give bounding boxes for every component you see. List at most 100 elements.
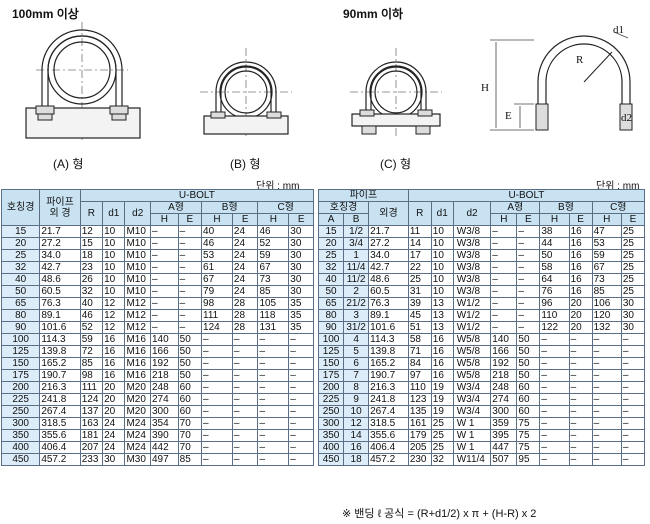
table-cell: –: [288, 453, 314, 466]
table-cell: 26: [79, 273, 104, 286]
table-cell: 406.4: [39, 441, 81, 454]
header-r: R: [407, 201, 432, 226]
table-cell: 30: [288, 249, 314, 262]
table-cell: 97: [407, 369, 432, 382]
table-cell: 274: [149, 393, 179, 406]
table-cell: W 1: [452, 417, 492, 430]
table-cell: 318.5: [368, 417, 409, 430]
table-cell: –: [149, 225, 179, 238]
table-cell: 125: [0, 345, 41, 358]
table-cell: 31/2: [343, 321, 370, 334]
table-cell: –: [620, 393, 646, 406]
table-cell: W5/8: [452, 357, 492, 370]
table-cell: 16: [568, 249, 593, 262]
table-cell: –: [149, 261, 179, 274]
table-cell: 200: [317, 381, 345, 394]
table-cell: –: [231, 441, 259, 454]
table-cell: 400: [317, 441, 345, 454]
table-cell: 175: [0, 369, 41, 382]
table-cell: 40: [0, 273, 41, 286]
table-cell: 457.2: [39, 453, 81, 466]
table-cell: 65: [317, 297, 345, 310]
table-cell: 89.1: [39, 309, 81, 322]
table-cell: –: [568, 369, 593, 382]
table-cell: 19: [430, 381, 454, 394]
table-cell: 192: [490, 357, 518, 370]
table-cell: 250: [0, 405, 41, 418]
table-cell: 250: [317, 405, 345, 418]
table-cell: 318.5: [39, 417, 81, 430]
table-cell: 2: [343, 285, 370, 298]
table-cell: 67: [257, 261, 290, 274]
table-cell: 64: [539, 273, 570, 286]
table-cell: 50: [516, 345, 541, 358]
table-cell: 205: [407, 441, 432, 454]
table-cell: 161: [407, 417, 432, 430]
table-cell: –: [516, 225, 541, 238]
table-cell: 98: [201, 297, 233, 310]
table-cell: 35: [288, 321, 314, 334]
table-cell: –: [591, 429, 622, 442]
table-cell: 10: [430, 249, 454, 262]
table-cell: 8: [343, 381, 370, 394]
table-cell: 60: [177, 393, 203, 406]
table-cell: 60.5: [39, 285, 81, 298]
table-cell: 10: [102, 249, 126, 262]
table-cell: –: [591, 405, 622, 418]
table-cell: 15: [0, 225, 41, 238]
table-cell: M30: [124, 453, 151, 466]
table-cell: 124: [201, 321, 233, 334]
header-d2: d2: [452, 201, 492, 226]
header-d1: d1: [430, 201, 454, 226]
table-cell: 35: [288, 309, 314, 322]
table-cell: 350: [317, 429, 345, 442]
table-cell: 58: [539, 261, 570, 274]
table-cell: 24: [231, 237, 259, 250]
table-cell: W5/8: [452, 369, 492, 382]
table-cell: 114.3: [39, 333, 81, 346]
table-cell: 25: [620, 285, 646, 298]
table-cell: –: [568, 357, 593, 370]
table-cell: 16: [430, 345, 454, 358]
table-cell: M12: [124, 321, 151, 334]
table-cell: 181: [79, 429, 104, 442]
table-cell: 12: [343, 417, 370, 430]
table-cell: M10: [124, 225, 151, 238]
table-cell: –: [288, 441, 314, 454]
table-cell: M12: [124, 309, 151, 322]
table-cell: –: [201, 333, 233, 346]
table-cell: 19: [430, 405, 454, 418]
table-cell: W5/8: [452, 333, 492, 346]
table-cell: –: [288, 405, 314, 418]
table-cell: 122: [539, 321, 570, 334]
table-cell: –: [201, 393, 233, 406]
table-cell: 27.2: [368, 237, 409, 250]
header-a-size: A: [317, 213, 345, 226]
header-ubolt: U-BOLT: [79, 189, 315, 202]
table-cell: 42.7: [39, 261, 81, 274]
table-cell: 59: [257, 249, 290, 262]
table-cell: 40: [79, 297, 104, 310]
table-cell: –: [490, 321, 518, 334]
header-a-type: A형: [490, 201, 541, 214]
bending-formula-note: ※ 밴딩 ℓ 공식 = (R+d1/2) x π + (H-R) x 2: [342, 508, 537, 520]
figure-c-drawing: [350, 48, 442, 136]
table-cell: W3/8: [452, 285, 492, 298]
table-cell: –: [257, 393, 290, 406]
table-cell: 300: [149, 405, 179, 418]
table-cell: 137: [79, 405, 104, 418]
dim-label-h: H: [481, 82, 489, 94]
table-cell: 90: [0, 321, 41, 334]
table-cell: 80: [0, 309, 41, 322]
table-cell: 30: [620, 309, 646, 322]
table-cell: 447: [490, 441, 518, 454]
table-cell: 30: [620, 321, 646, 334]
table-cell: M16: [124, 333, 151, 346]
table-cell: –: [231, 345, 259, 358]
table-cell: 20: [0, 237, 41, 250]
table-cell: W 1: [452, 441, 492, 454]
